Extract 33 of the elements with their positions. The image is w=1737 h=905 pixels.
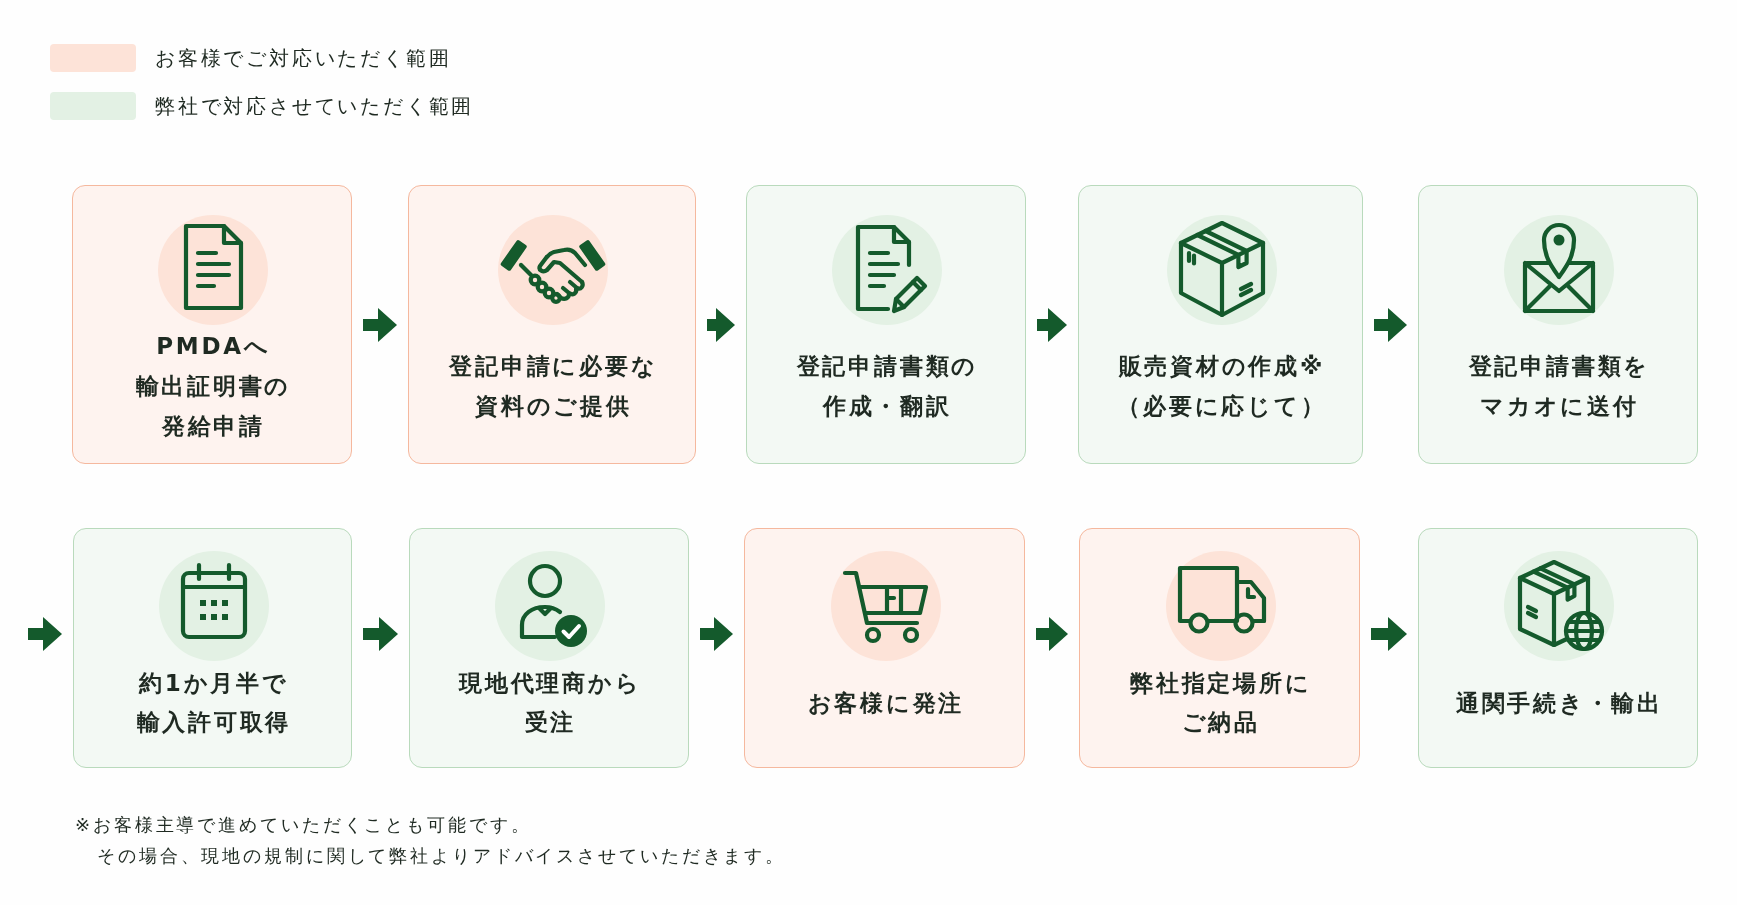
step-label: 登記申請書類をマカオに送付 <box>1467 352 1651 421</box>
arrow <box>1036 617 1068 651</box>
step-label: 登記申請に必要な資料のご提供 <box>447 352 658 421</box>
legend-label: お客様でご対応いただく範囲 <box>155 45 452 72</box>
step-label: 登記申請書類の作成・翻訳 <box>795 352 979 421</box>
arrow <box>363 308 397 342</box>
legend-label: 弊社で対応させていただく範囲 <box>155 93 475 120</box>
arrow <box>1374 308 1407 342</box>
step-box <box>744 528 1025 768</box>
arrow <box>28 617 62 651</box>
arrow <box>1371 617 1407 651</box>
step-label: 販売資材の作成※（必要に応じて） <box>1116 352 1327 421</box>
step-box <box>408 185 696 464</box>
step-label: 弊社指定場所にご納品 <box>1129 669 1312 737</box>
step-label: 約1か月半で輸入許可取得 <box>135 669 292 737</box>
step-box <box>746 185 1026 464</box>
step-label: お客様に発注 <box>806 688 965 718</box>
step-box <box>72 185 352 464</box>
step-box <box>1418 185 1698 464</box>
step-box <box>1079 528 1360 768</box>
arrow <box>700 617 733 651</box>
step-label: PMDAへ輸出証明書の発給申請 <box>134 332 292 441</box>
footnote: その場合、現地の規制に関して弊社よりアドバイスさせていただきます。 <box>97 844 787 868</box>
step-box <box>73 528 352 768</box>
arrow <box>363 617 398 651</box>
step-box <box>1078 185 1363 464</box>
step-box <box>409 528 689 768</box>
arrow <box>1037 308 1067 342</box>
footnote: ※お客様主導で進めていただくことも可能です。 <box>75 813 532 837</box>
step-label: 通関手続き・輸出 <box>1454 688 1663 718</box>
arrow <box>707 308 735 342</box>
step-box <box>1418 528 1698 768</box>
step-label: 現地代理商から受注 <box>457 669 642 737</box>
